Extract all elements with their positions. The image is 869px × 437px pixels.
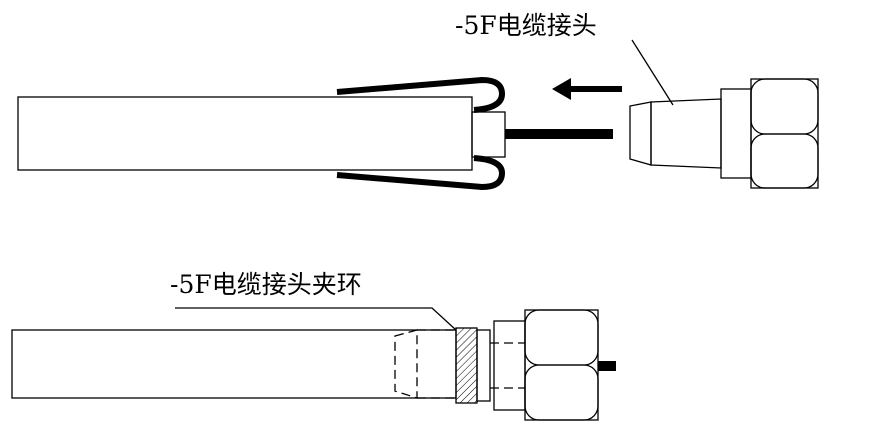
nut-face-bottom: [750, 133, 819, 189]
center-conductor: [505, 129, 613, 139]
bottom-assembly: -5F电缆接头夹环: [11, 270, 616, 421]
connector-leader-line: [631, 39, 674, 106]
connector-hex-body: [720, 88, 752, 179]
top-assembly: -5F电缆接头: [17, 11, 819, 191]
clamp-ring-label: -5F电缆接头夹环: [170, 270, 362, 299]
ferrule-body: [650, 98, 722, 169]
assembled-nut-face-top: [524, 309, 599, 366]
clamp-collar: [476, 329, 491, 402]
clamp-ring-leader-line: [175, 307, 457, 331]
cable-dielectric: [471, 111, 506, 158]
braid-top: [336, 76, 506, 113]
assembled-nut-face-bottom: [524, 364, 599, 421]
nut-face-top: [750, 78, 819, 135]
clamp-ring: [455, 327, 478, 404]
connector-part: [629, 78, 819, 189]
arrow-left-icon: [552, 78, 622, 100]
ferrule-tip: [629, 101, 652, 166]
center-pin: [598, 361, 616, 371]
assembled-cable-body: [11, 329, 457, 399]
assembled-hex-body: [493, 320, 526, 411]
hidden-ferrule-tip: [394, 329, 418, 399]
braid-bottom: [336, 155, 506, 191]
cable-body: [17, 96, 473, 171]
connector-label: -5F电缆接头: [455, 11, 597, 40]
